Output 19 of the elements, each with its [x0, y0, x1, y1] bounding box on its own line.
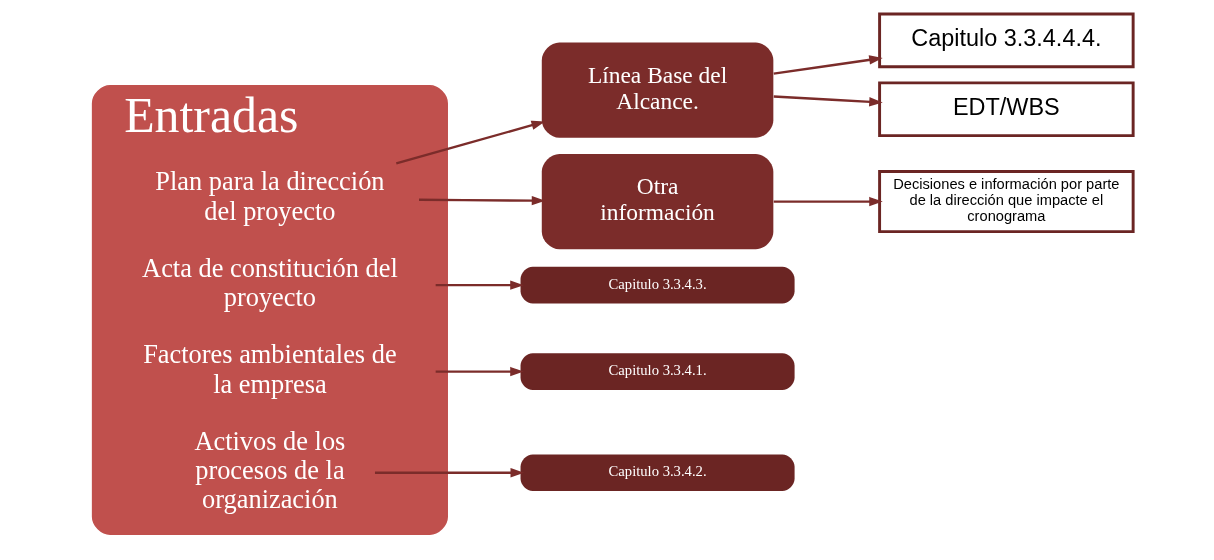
node-text: Activos de los procesos de la organización — [194, 425, 346, 515]
node-text: Acta de constitución del proyecto — [142, 252, 398, 313]
arrow — [375, 468, 524, 478]
node-box: Línea Base del Alcance. — [541, 42, 774, 138]
arrow — [773, 55, 883, 75]
arrow — [773, 196, 883, 207]
node-box: Capitulo 3.3.4.3. — [520, 266, 795, 304]
node-box: Capitulo 3.3.4.1. — [520, 353, 795, 390]
arrow — [773, 95, 883, 107]
arrow — [396, 120, 545, 165]
node-box: Capitulo 3.3.4.2. — [520, 454, 795, 492]
node-box: Otra información — [541, 153, 774, 250]
node-text: Factores ambientales de la empresa — [143, 339, 397, 399]
arrow — [435, 366, 524, 377]
node-box: Decisiones e información por parte de la dirección que impacte el cronograma — [878, 170, 1135, 234]
arrow — [435, 280, 524, 290]
node-box: EDT/WBS — [878, 81, 1135, 138]
node-text: Plan para la dirección del proyecto — [155, 166, 385, 226]
node-box: Capitulo 3.3.4.4.4. — [878, 12, 1135, 69]
